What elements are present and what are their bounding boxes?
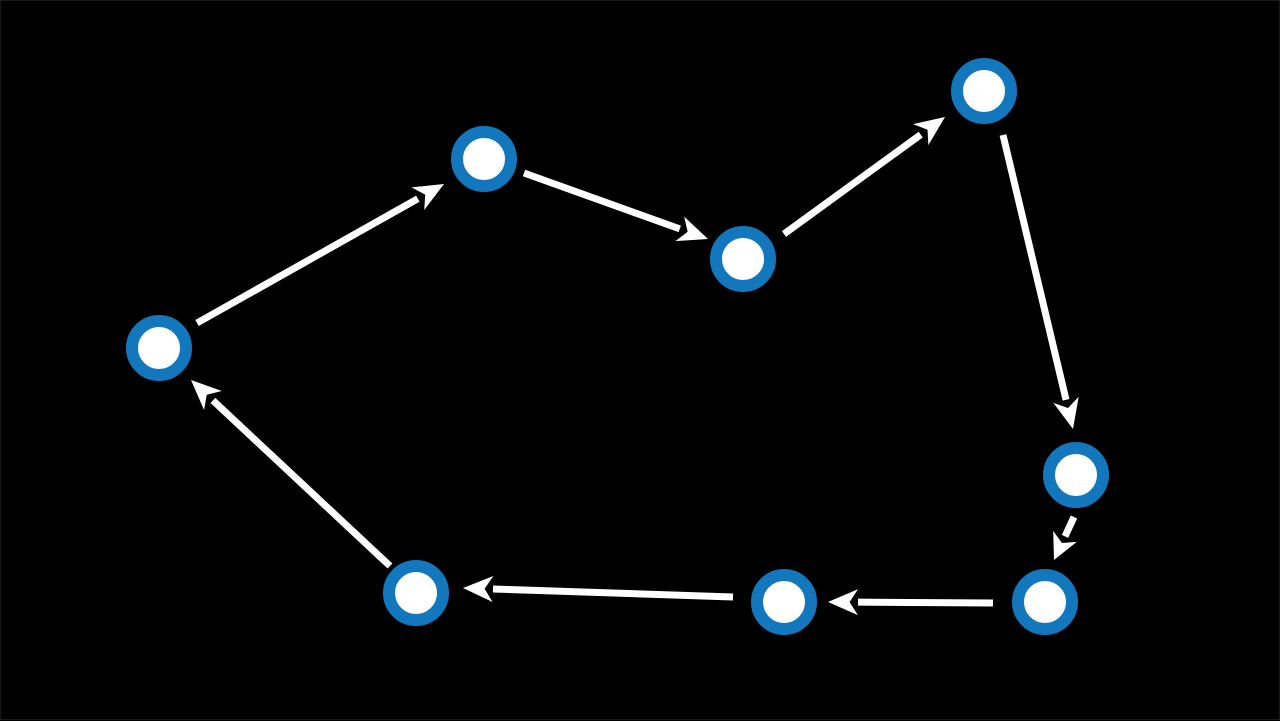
graph-edge-shaft (195, 195, 420, 327)
graph-edge-shaft (1061, 515, 1078, 538)
graph-node-circle (383, 560, 449, 626)
graph-node-circle (451, 126, 517, 192)
graph-edge-arrowhead (675, 216, 708, 242)
graph-edge-arrowhead (1053, 530, 1077, 560)
graph-node[interactable] (1043, 442, 1109, 508)
graph-edge-arrowhead (463, 576, 494, 602)
graph-edge-arrowhead (191, 380, 222, 410)
graph-edge-arrowhead (411, 184, 444, 211)
graph-edge[interactable] (191, 380, 393, 569)
graph-edge[interactable] (828, 589, 994, 616)
graph-node-circle (710, 226, 776, 292)
graph-node[interactable] (710, 226, 776, 292)
graph-node[interactable] (1012, 569, 1078, 635)
graph-edge-shaft (492, 585, 734, 601)
graph-node-circle (1043, 442, 1109, 508)
graph-node-circle (751, 569, 817, 635)
graph-edge[interactable] (463, 576, 734, 602)
node-layer (126, 58, 1109, 635)
graph-edge-shaft (781, 131, 923, 237)
graph-node[interactable] (751, 569, 817, 635)
graph-edge-arrowhead (1053, 396, 1079, 429)
graph-edge-shaft (210, 397, 393, 569)
graph-edge-shaft (857, 598, 994, 607)
graph-node-circle (951, 58, 1017, 124)
graph-edge-arrowhead (913, 117, 945, 146)
graph-edge[interactable] (781, 117, 945, 237)
graph-node-circle (1012, 569, 1078, 635)
graph-edge[interactable] (195, 184, 444, 327)
graph-node[interactable] (451, 126, 517, 192)
graph-edge-arrowhead (828, 589, 859, 616)
graph-node[interactable] (126, 315, 192, 381)
graph-node-circle (126, 315, 192, 381)
graph-edge[interactable] (522, 169, 708, 242)
graph-node[interactable] (951, 58, 1017, 124)
graph-edge[interactable] (999, 134, 1079, 429)
edge-layer (191, 117, 1079, 616)
graph-edge[interactable] (1053, 515, 1078, 560)
graph-node[interactable] (383, 560, 449, 626)
graph-edge-shaft (522, 169, 681, 233)
graph-edge-shaft (999, 134, 1070, 401)
